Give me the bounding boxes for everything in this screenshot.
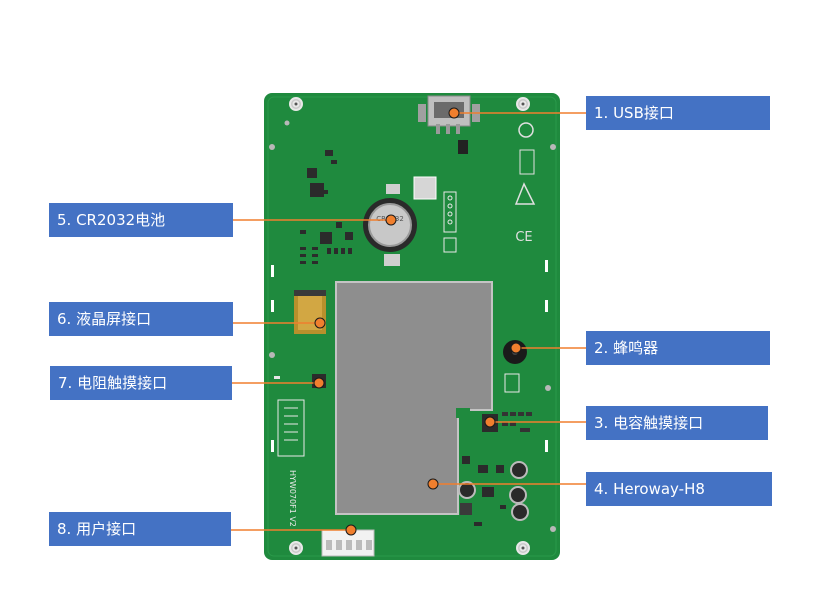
model-silkscreen: HYW070F1 V2 — [288, 470, 297, 527]
label-battery: 5. CR2032电池 — [49, 203, 233, 237]
leader-lines — [231, 112, 586, 531]
lcd-header-outline — [277, 399, 305, 457]
pcb-inner-edge — [267, 96, 557, 557]
mounting-holes — [289, 97, 530, 555]
pin-header — [443, 191, 457, 253]
small-vias — [269, 120, 556, 532]
shield-notch — [456, 408, 470, 418]
marker-battery — [385, 214, 397, 226]
callout-markers — [313, 107, 522, 536]
power-components — [458, 456, 529, 526]
label-cap-touch: 3. 电容触摸接口 — [586, 406, 768, 440]
label-usb: 1. USB接口 — [586, 96, 770, 130]
smd-components-top — [300, 150, 353, 264]
label-buzzer: 2. 蜂鸣器 — [586, 331, 770, 365]
marker-res-touch — [313, 377, 325, 389]
qr-code — [413, 176, 437, 200]
label-lcd: 6. 液晶屏接口 — [49, 302, 233, 336]
edge-slots — [271, 260, 548, 452]
compliance-marks: CE — [514, 122, 536, 245]
label-mcu: 4. Heroway-H8 — [586, 472, 772, 506]
marker-mcu — [427, 478, 439, 490]
marker-lcd — [314, 317, 326, 329]
marker-usb — [448, 107, 460, 119]
ce-mark: CE — [515, 230, 532, 245]
marker-user — [345, 524, 357, 536]
label-res-touch: 7. 电阻触摸接口 — [50, 366, 232, 400]
usb-connector — [418, 95, 480, 154]
marker-buzzer — [510, 342, 522, 354]
label-user: 8. 用户接口 — [49, 512, 231, 546]
marker-cap-touch — [484, 416, 496, 428]
